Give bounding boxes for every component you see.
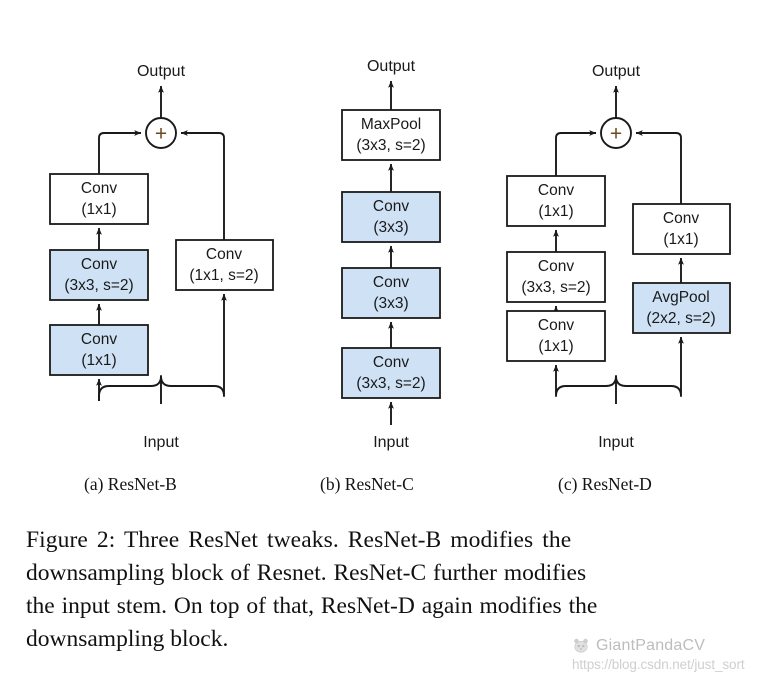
figure-caption-line-1: Figure 2: Three ResNet tweaks. ResNet-B … bbox=[26, 527, 572, 553]
figure-caption-line-3: the input stem. On top of that, ResNet-D… bbox=[26, 593, 598, 619]
panel-a-input-label: Input bbox=[143, 434, 179, 451]
panel-c-box-conv-1x1-out[interactable] bbox=[506, 175, 606, 227]
panel-a-box-conv-3x3-s2[interactable] bbox=[49, 249, 149, 301]
panel-a-plus-symbol: + bbox=[155, 123, 167, 146]
panel-c-box-conv-1x1-shortcut[interactable] bbox=[632, 203, 731, 255]
panel-c-shortcut-to-adder-wire bbox=[635, 130, 682, 204]
panel-c-box-avgpool-line2: (2x2, s=2) bbox=[646, 310, 715, 327]
panel-b-box-maxpool-line2: (3x3, s=2) bbox=[356, 137, 425, 154]
figure-caption-line-4: downsampling block. bbox=[26, 626, 229, 652]
panel-b-input-label: Input bbox=[373, 434, 409, 451]
panel-b-box-conv-3x3-s2-line2: (3x3, s=2) bbox=[356, 375, 425, 392]
panel-b-box-conv-3x3-a[interactable] bbox=[341, 267, 441, 319]
panel-b-box-maxpool-line1: MaxPool bbox=[361, 116, 421, 133]
panel-a-box-conv-1x1-out[interactable] bbox=[49, 173, 149, 225]
panel-a-output-label: Output bbox=[137, 63, 186, 80]
panel-resnet-c: Output MaxPool (3x3, s=2) Conv (3x3) Con… bbox=[341, 58, 441, 451]
panel-c-input-split-left bbox=[555, 375, 617, 404]
watermark-name: GiantPandaCV bbox=[596, 637, 706, 654]
panda-icon bbox=[572, 637, 590, 655]
watermark-url: https://blog.csdn.net/just_sort bbox=[572, 657, 745, 672]
subcaption-resnet-c: (b) ResNet-C bbox=[320, 474, 414, 494]
panel-a-shortcut-to-adder-wire bbox=[180, 130, 225, 240]
panel-c-output-label: Output bbox=[592, 63, 641, 80]
panel-c-box-conv-1x1-in-line1: Conv bbox=[538, 317, 574, 334]
panel-a-input-split-left bbox=[98, 375, 162, 404]
panel-a-box-conv-1x1-in[interactable] bbox=[49, 324, 149, 376]
panel-a-box-conv-3x3-s2-line1: Conv bbox=[81, 256, 117, 273]
watermark: GiantPandaCV https://blog.csdn.net/just_… bbox=[572, 636, 762, 678]
panel-c-box-conv-3x3-s2-line2: (3x3, s=2) bbox=[521, 279, 590, 296]
panel-c-box-conv-1x1-in[interactable] bbox=[506, 310, 606, 362]
panel-c-box-shortcut-conv-line2: (1x1) bbox=[663, 231, 698, 248]
panel-c-box-conv-1x1-out-line1: Conv bbox=[538, 182, 574, 199]
panel-resnet-d: Output + Conv (1x1) Conv (3x3, s=2) Conv… bbox=[506, 63, 731, 451]
panel-b-box-conv-3x3-b[interactable] bbox=[341, 191, 441, 243]
panel-c-input-label: Input bbox=[598, 434, 634, 451]
panel-b-box-conv-3x3-a-line2: (3x3) bbox=[373, 295, 408, 312]
panel-b-box-maxpool-3x3-s2[interactable] bbox=[341, 109, 441, 161]
panel-c-box-avgpool-line1: AvgPool bbox=[652, 289, 709, 306]
panel-b-box-conv-3x3-a-line1: Conv bbox=[373, 274, 409, 291]
resnet-tweaks-diagram: Output + Conv (1x1) Conv (3x3, s=2) Conv… bbox=[49, 58, 731, 451]
panel-c-box-conv-1x1-out-line2: (1x1) bbox=[538, 203, 573, 220]
panel-c-box-conv-1x1-in-line2: (1x1) bbox=[538, 338, 573, 355]
subcaption-resnet-b: (a) ResNet-B bbox=[84, 474, 177, 494]
panel-a-box-conv-3x3-s2-line2: (3x3, s=2) bbox=[64, 277, 133, 294]
panel-a-box-shortcut-line2: (1x1, s=2) bbox=[189, 267, 258, 284]
panel-b-output-label: Output bbox=[367, 58, 416, 75]
panel-c-box-shortcut-conv-line1: Conv bbox=[663, 210, 699, 227]
panel-a-adder-node bbox=[145, 117, 177, 149]
panel-a-main-to-adder-wire bbox=[98, 130, 142, 174]
panel-c-plus-symbol: + bbox=[610, 123, 622, 146]
figure-caption: Figure 2: Three ResNet tweaks. ResNet-B … bbox=[26, 524, 740, 656]
subcaption-resnet-d: (c) ResNet-D bbox=[558, 474, 652, 494]
panel-a-box-shortcut-line1: Conv bbox=[206, 246, 242, 263]
panel-c-input-split-right bbox=[615, 358, 682, 397]
panel-c-box-avgpool-2x2-s2[interactable] bbox=[632, 282, 731, 334]
panel-a-input-split-right bbox=[160, 315, 225, 397]
panel-a-box-conv-1x1-out-line1: Conv bbox=[81, 180, 117, 197]
panel-c-box-conv-3x3-s2-line1: Conv bbox=[538, 258, 574, 275]
watermark-brand-row: GiantPandaCV bbox=[572, 636, 762, 656]
panel-b-box-conv-3x3-b-line2: (3x3) bbox=[373, 219, 408, 236]
panel-c-main-to-adder-wire bbox=[555, 130, 597, 176]
panel-b-box-conv-3x3-b-line1: Conv bbox=[373, 198, 409, 215]
panel-a-box-conv-1x1-in-line2: (1x1) bbox=[81, 352, 116, 369]
panel-a-box-conv-1x1-s2-shortcut[interactable] bbox=[175, 239, 274, 291]
panel-c-box-conv-3x3-s2[interactable] bbox=[506, 251, 606, 303]
figure-caption-line-2: downsampling block of Resnet. ResNet-C f… bbox=[26, 560, 587, 586]
panel-resnet-b: Output + Conv (1x1) Conv (3x3, s=2) Conv… bbox=[49, 63, 274, 451]
panel-b-box-conv-3x3-s2-line1: Conv bbox=[373, 354, 409, 371]
panel-a-box-conv-1x1-out-line2: (1x1) bbox=[81, 201, 116, 218]
panel-a-box-conv-1x1-in-line1: Conv bbox=[81, 331, 117, 348]
panel-c-adder-node bbox=[600, 117, 632, 149]
panel-b-box-conv-3x3-s2[interactable] bbox=[341, 347, 441, 399]
